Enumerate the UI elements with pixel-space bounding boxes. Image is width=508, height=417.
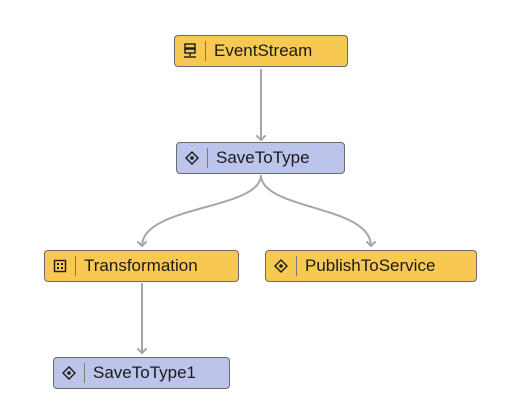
transform-icon — [45, 251, 75, 281]
node-divider — [84, 363, 85, 383]
node-transformation[interactable]: Transformation — [44, 250, 239, 282]
node-publishtoservice[interactable]: PublishToService — [265, 250, 477, 282]
edge-savetotype-to-publishtoservice — [260, 174, 376, 247]
node-divider — [75, 256, 76, 276]
node-label: SaveToType1 — [93, 363, 197, 382]
node-divider — [205, 41, 206, 61]
node-label: EventStream — [214, 41, 313, 60]
node-divider — [207, 148, 208, 168]
node-divider — [296, 256, 297, 276]
node-savetotype1[interactable]: SaveToType1 — [53, 357, 230, 389]
node-eventstream[interactable]: EventStream — [174, 35, 348, 67]
node-savetotype[interactable]: SaveToType — [176, 142, 345, 174]
diamond-icon — [177, 143, 207, 173]
edge-savetotype-to-transformation — [137, 174, 262, 247]
node-label: Transformation — [84, 256, 198, 275]
node-label: PublishToService — [305, 256, 436, 275]
diamond-icon — [54, 358, 84, 388]
server-icon — [175, 36, 205, 66]
node-label: SaveToType — [216, 148, 310, 167]
diamond-icon — [266, 251, 296, 281]
